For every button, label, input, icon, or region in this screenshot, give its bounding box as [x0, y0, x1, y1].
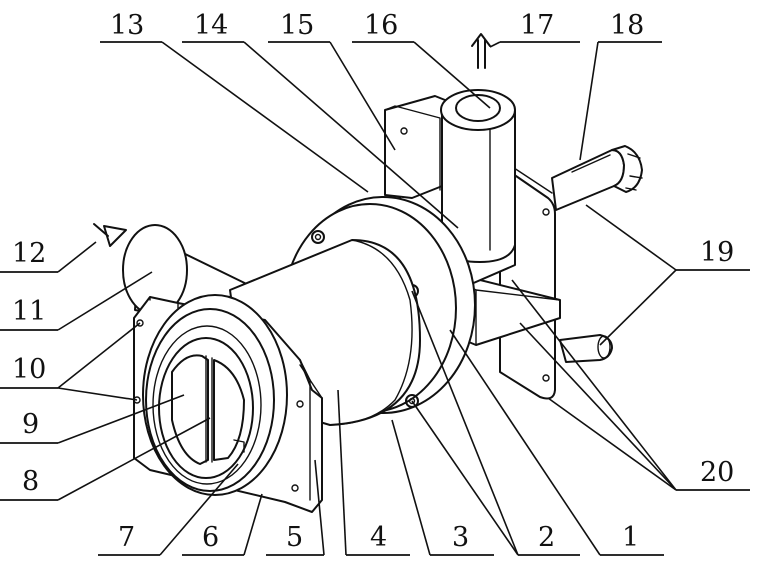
outlet-arrow-icon: [472, 34, 490, 68]
label-5: 5: [286, 522, 303, 553]
label-20: 20: [700, 457, 734, 488]
label-1: 1: [622, 522, 639, 553]
inlet-arrow-icon: [94, 224, 126, 246]
label-4: 4: [370, 522, 387, 553]
label-19: 19: [700, 237, 734, 268]
lower-pin: [560, 335, 612, 362]
label-10: 10: [12, 354, 46, 385]
label-13: 13: [110, 10, 144, 41]
label-3: 3: [452, 522, 469, 553]
label-11: 11: [12, 296, 46, 327]
label-12: 12: [12, 238, 46, 269]
label-18: 18: [610, 10, 644, 41]
label-16: 16: [364, 10, 398, 41]
label-2: 2: [538, 522, 555, 553]
label-14: 14: [194, 10, 228, 41]
label-17: 17: [520, 10, 554, 41]
label-6: 6: [202, 522, 219, 553]
shaft: [552, 146, 642, 210]
label-8: 8: [22, 466, 39, 497]
label-9: 9: [22, 409, 39, 440]
label-7: 7: [118, 522, 135, 553]
label-15: 15: [280, 10, 314, 41]
